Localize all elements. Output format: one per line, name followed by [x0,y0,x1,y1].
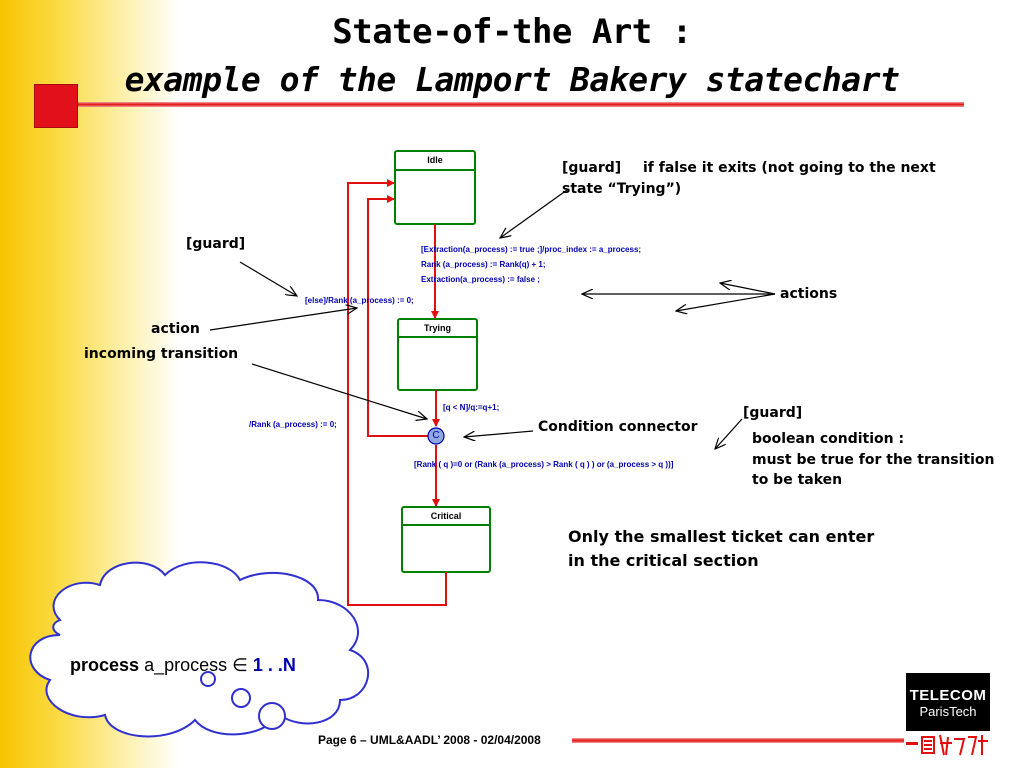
footer-rule [572,738,904,743]
process-variable: a_process [144,655,228,675]
connector-label: C [432,430,440,441]
action-label: action [151,321,200,337]
guard-left-label: [guard] [186,236,246,252]
cloud-shape [29,561,369,738]
logo-line2: ParisTech [919,704,977,719]
process-declaration: process a_process ∈ 1 . .N [70,655,296,676]
boolean-condition-line2: must be true for the transition [752,452,995,468]
transition-label-critical-guard: [Rank ( q )=0 or (Rank (a_process) > Ran… [414,460,674,469]
state-idle-label: Idle [427,155,443,165]
transition-label-extraction-false: Extraction(a_process) := false ; [421,275,540,284]
transition-label-rank-reset: /Rank (a_process) := 0; [249,420,337,429]
state-critical-label: Critical [430,511,462,521]
guard-right-label: [guard] [743,405,803,421]
annotation-arrows [209,189,776,449]
transition-label-extraction: [Extraction(a_process) := true ;]/proc_i… [421,245,642,254]
logo-line1: TELECOM [909,687,987,704]
title-accent-square [34,84,78,128]
title-rule [78,102,964,107]
transition-label-q-less-n: [q < N]/q:=q+1; [443,403,500,412]
process-keyword: process [70,655,140,675]
slide-title-line2: example of the Lamport Bakery statechart [124,60,900,99]
incoming-transition-label: incoming transition [84,346,239,362]
telecom-paristech-logo: TELECOM ParisTech [906,673,990,759]
guard-top-label: [guard] [562,160,622,176]
logo-graphic [906,731,990,759]
guard-top-text-2: state “Trying”) [562,181,682,197]
element-of-symbol: ∈ [232,655,248,675]
boolean-condition-line3: to be taken [752,472,843,488]
transitions [347,179,447,606]
process-range: 1 . .N [252,655,296,675]
state-trying [397,318,478,391]
state-trying-label: Trying [423,323,451,333]
boolean-condition-line1: boolean condition : [752,431,905,447]
condition-connector [427,427,445,445]
transition-label-else: [else]/Rank (a_process) := 0; [305,296,414,305]
slide-title-line1: State-of-the Art : [332,12,692,52]
transition-label-rank: Rank (a_process) := Rank(q) + 1; [421,260,546,269]
critical-note-line1: Only the smallest ticket can enter [568,527,875,546]
actions-label: actions [780,286,838,302]
page-footer: Page 6 – UML&AADL’ 2008 - 02/04/2008 [318,733,541,747]
critical-note-line2: in the critical section [568,551,759,570]
condition-connector-label: Condition connector [538,419,698,435]
guard-top-text-1: if false it exits (not going to the next [643,160,936,176]
